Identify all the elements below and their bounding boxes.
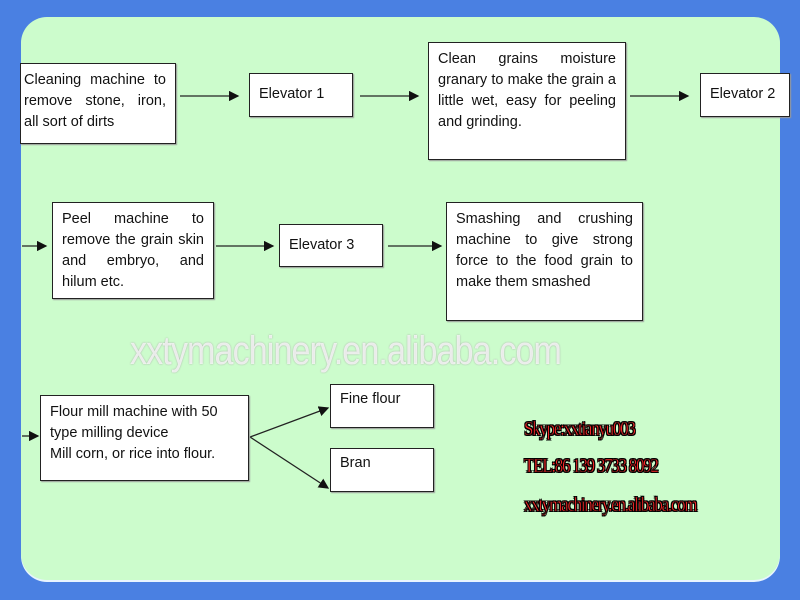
elevator-2-box: Elevator 2 [700, 73, 790, 117]
contact-tel: TEL:86 139 3733 8092 [524, 455, 659, 478]
smashing-machine-box: Smashing and crushing machine to give st… [446, 202, 643, 321]
flour-mill-line: Mill corn, or rice into flour. [50, 446, 216, 462]
bran-box: Bran [330, 448, 434, 492]
contact-site: xxtymachinery.en.alibaba.com [524, 494, 698, 517]
arrow [249, 436, 330, 489]
fine-flour-box: Fine flour [330, 384, 434, 428]
flour-mill-box: Flour mill machine with 50 type milling … [40, 395, 249, 481]
cleaning-machine-box: Cleaning machine to remove stone, iron, … [20, 63, 176, 144]
contact-skype: Skype:xxtianyu003 [524, 418, 636, 441]
elevator-1-box: Elevator 1 [249, 73, 353, 117]
elevator-3-box: Elevator 3 [279, 224, 383, 267]
peel-machine-box: Peel machine to remove the grain skin an… [52, 202, 214, 299]
watermark: xxtymachinery.en.alibaba.com [130, 329, 562, 373]
arrow [249, 406, 330, 438]
flour-mill-line: type milling device [50, 425, 169, 441]
flour-mill-line: Flour mill machine with 50 [50, 404, 218, 420]
moisture-granary-box: Clean grains moisture granary to make th… [428, 42, 626, 160]
